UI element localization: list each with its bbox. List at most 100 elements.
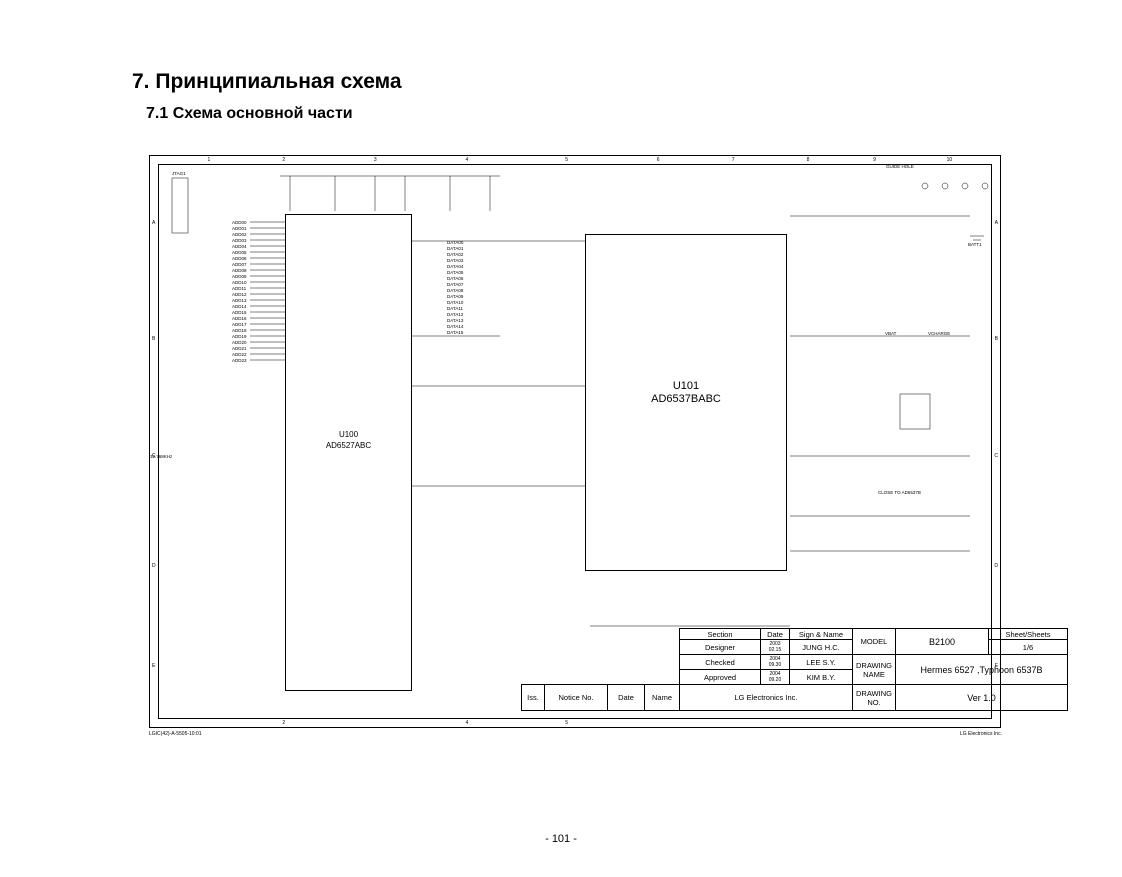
col-number: 1 <box>207 157 211 163</box>
tb-model-value: B2100 <box>895 628 989 655</box>
u100-pin-right: DATA08 <box>447 288 464 293</box>
row-letter: D <box>152 563 156 570</box>
u100-pin-left: ADD04 <box>232 244 247 249</box>
close-to-label: CLOSE TO AD6537B <box>878 490 921 495</box>
u100-pin-right: DATA04 <box>447 264 464 269</box>
footer-left: LGIC(42)-A-5505-10:01 <box>149 731 202 737</box>
u100-pin-right: DATA06 <box>447 276 464 281</box>
crystal-label: 32.768KHz <box>150 454 173 459</box>
col-number-bottom: 5 <box>565 720 569 726</box>
row-letter-right: C <box>994 452 998 459</box>
tb-company: LG Electronics Inc. <box>679 684 853 711</box>
u100-pin-left: ADD02 <box>232 232 247 237</box>
u100-pin-left: ADD03 <box>232 238 247 243</box>
u100-pin-left: ADD20 <box>232 340 247 345</box>
u100-pin-right: DATA11 <box>447 306 464 311</box>
u100-pin-left: ADD13 <box>232 298 247 303</box>
u100-pin-left: ADD19 <box>232 334 247 339</box>
tb-drawing-no-label: DRAWING NO. <box>852 684 896 711</box>
page-number: - 101 - <box>545 833 577 845</box>
tb-designer-date: 2003 02.15 <box>760 639 790 655</box>
col-number-bottom: 2 <box>282 720 286 726</box>
row-letter-right: B <box>994 336 998 343</box>
vcharge-label: VCHARGE <box>928 331 951 336</box>
tb-date-header: Date <box>760 628 790 640</box>
page-heading: 7. Принципиальная схема <box>132 70 402 93</box>
u100-pin-left: ADD23 <box>232 358 247 363</box>
tb-drawing-name-value: Hermes 6527 ,Typhoon 6537B <box>895 654 1068 685</box>
u100-pin-right: DATA09 <box>447 294 464 299</box>
row-letter: A <box>152 220 156 227</box>
schematic-wiring <box>171 175 989 627</box>
u100-pin-right: DATA10 <box>447 300 464 305</box>
u100-pin-left: ADD01 <box>232 226 247 231</box>
tb-sign-name: Sign & Name <box>789 628 853 640</box>
u101-part: AD6537BABC <box>651 393 721 405</box>
u100-pin-left: ADD22 <box>232 352 247 357</box>
schematic-sheet: 1 2 3 4 5 6 7 8 9 10 2 4 5 A B C D E A B… <box>149 155 1001 728</box>
row-letter-right: D <box>994 563 998 570</box>
tb-iss: Iss. <box>521 684 545 711</box>
tb-sheets-value: 1/6 <box>988 639 1068 655</box>
chip-u101: U101 AD6537BABC <box>585 234 787 571</box>
tb-approved-date: 2004 09.20 <box>760 669 790 685</box>
tb-approved-name: KIM B.Y. <box>789 669 853 685</box>
tb-notice: Notice No. <box>544 684 608 711</box>
row-letter: B <box>152 336 156 343</box>
u100-pin-left: ADD17 <box>232 322 247 327</box>
u100-pin-right: DATA15 <box>447 330 464 335</box>
col-number: 10 <box>946 157 953 163</box>
col-number: 6 <box>656 157 660 163</box>
col-number: 8 <box>806 157 810 163</box>
tb-sheets-label: Sheet/Sheets <box>988 628 1068 640</box>
u100-ref: U100 <box>338 430 359 439</box>
vbat-label: VBAT <box>885 331 897 336</box>
u100-pin-right: DATA13 <box>447 318 464 323</box>
u100-pin-left: ADD07 <box>232 262 247 267</box>
tb-name: Name <box>644 684 680 711</box>
row-letter-right: A <box>994 220 998 227</box>
u100-pin-left: ADD18 <box>232 328 247 333</box>
tb-drawing-name-label: DRAWING NAME <box>852 654 896 685</box>
col-number: 7 <box>731 157 735 163</box>
tb-designer-name: JUNG H.C. <box>789 639 853 655</box>
tb-model-label: MODEL <box>852 628 896 655</box>
u100-pin-left: ADD06 <box>232 256 247 261</box>
u100-pin-right: DATA12 <box>447 312 464 317</box>
chip-u100: U100 AD6527ABC <box>285 214 412 691</box>
col-number: 2 <box>282 157 286 163</box>
tb-version: Ver 1.0 <box>895 684 1068 711</box>
u100-pin-left: ADD12 <box>232 292 247 297</box>
u100-pin-right: DATA02 <box>447 252 464 257</box>
tb-checked-name: LEE S.Y. <box>789 654 853 670</box>
tb-checked-date: 2004 09.30 <box>760 654 790 670</box>
tb-designer: Designer <box>679 639 761 655</box>
u100-pin-right: DATA00 <box>447 240 464 245</box>
u100-pin-right: DATA03 <box>447 258 464 263</box>
u100-pin-right: DATA01 <box>447 246 464 251</box>
title-block: Section Date Sign & Name MODEL B2100 She… <box>521 628 1068 711</box>
u100-pin-left: ADD11 <box>232 286 247 291</box>
u100-pin-right: DATA07 <box>447 282 464 287</box>
u100-pin-right: DATA14 <box>447 324 464 329</box>
u100-pin-right: DATA05 <box>447 270 464 275</box>
tb-checked: Checked <box>679 654 761 670</box>
u100-pin-left: ADD08 <box>232 268 247 273</box>
col-number: 9 <box>873 157 876 163</box>
col-number: 4 <box>465 157 469 163</box>
col-number: 3 <box>373 157 377 163</box>
u100-pin-left: ADD10 <box>232 280 247 285</box>
battery-label: BATT1 <box>968 242 982 247</box>
guide-hole-label: GUIDE HOLE <box>886 164 914 169</box>
u100-pin-left: ADD21 <box>232 346 247 351</box>
u100-part: AD6527ABC <box>325 441 372 450</box>
col-number-bottom: 4 <box>465 720 469 726</box>
u100-pin-left: ADD14 <box>232 304 247 309</box>
tb-approved: Approved <box>679 669 761 685</box>
u100-pin-left: ADD16 <box>232 316 247 321</box>
u100-pin-left: ADD15 <box>232 310 247 315</box>
row-letter: E <box>152 662 156 669</box>
col-number: 5 <box>565 157 569 163</box>
row-letter: C <box>152 452 156 459</box>
u100-pin-left: ADD05 <box>232 250 247 255</box>
